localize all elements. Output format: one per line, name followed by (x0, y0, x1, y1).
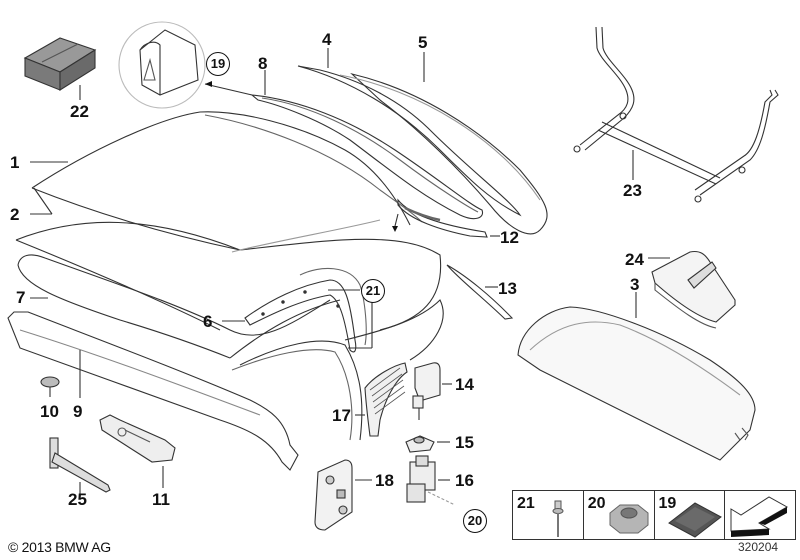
callout-3: 3 (630, 275, 640, 294)
part-8-window-seal (250, 70, 484, 220)
callout-12: 12 (500, 228, 519, 247)
part-18-plate (314, 459, 372, 531)
legend-cell-rivet: 21 (513, 491, 584, 539)
hex-nut-icon (609, 504, 649, 534)
part-24-bag (648, 250, 736, 329)
callout-1: 1 (10, 153, 20, 172)
callout-2: 2 (10, 205, 20, 224)
wheel-arch-panel (231, 299, 444, 441)
rubber-pad-icon (667, 502, 722, 538)
callout-14: 14 (455, 375, 474, 394)
part-10-clip (40, 376, 60, 397)
part-14-latch-plate (412, 362, 452, 420)
part-22-block (23, 37, 97, 100)
callout-18: 18 (375, 471, 394, 490)
callout-11: 11 (152, 490, 170, 509)
callout-circled-21: 21 (361, 279, 385, 303)
callout-13: 13 (498, 279, 517, 298)
callout-circled-20: 20 (463, 509, 487, 533)
legend-number: 19 (658, 495, 677, 512)
callout-22: 22 (70, 102, 89, 121)
callout-10: 10 (40, 402, 59, 421)
callout-15: 15 (455, 433, 474, 452)
hardware-legend: 21 20 19 (512, 490, 796, 540)
callout-25: 25 (68, 490, 87, 509)
part-12-trim (392, 198, 500, 238)
part-16-lock (406, 455, 456, 506)
part-15-bushing (405, 435, 450, 453)
callout-24: 24 (625, 250, 644, 269)
arrow-icon (730, 496, 789, 537)
detail-circle-profile (118, 21, 253, 109)
part-23-frame (573, 26, 779, 203)
part-11-bracket (99, 414, 176, 488)
callout-8: 8 (258, 54, 268, 73)
part-9-rail (7, 311, 299, 471)
part-2-hardtop-shell (15, 187, 442, 331)
part-7-frame-seal (17, 254, 341, 359)
callout-circled-19: 19 (206, 52, 230, 76)
image-number: 320204 (738, 540, 779, 554)
callout-5: 5 (418, 33, 428, 52)
legend-cell-arrow (725, 491, 795, 539)
legend-cell-nut: 20 (584, 491, 655, 539)
part-6-side-seal (222, 267, 373, 353)
callout-16: 16 (455, 471, 474, 490)
legend-number: 20 (587, 495, 606, 512)
part-25-tool (49, 437, 111, 495)
copyright-text: © 2013 BMW AG (8, 539, 111, 555)
callout-9: 9 (73, 402, 83, 421)
part-13-trim-strip (446, 264, 514, 320)
legend-number: 21 (517, 495, 535, 512)
part-4-seal (297, 48, 522, 217)
callout-6: 6 (203, 312, 213, 331)
part-17-vent (355, 362, 408, 437)
callout-4: 4 (322, 30, 332, 49)
part-3-cover (517, 292, 756, 461)
callout-7: 7 (16, 288, 26, 307)
part-5-seal (339, 52, 548, 235)
legend-cell-pad: 19 (655, 491, 726, 539)
callout-23: 23 (623, 181, 642, 200)
part-1-roof-cover (30, 111, 423, 251)
rivet-icon (552, 500, 564, 537)
callout-17: 17 (332, 406, 351, 425)
